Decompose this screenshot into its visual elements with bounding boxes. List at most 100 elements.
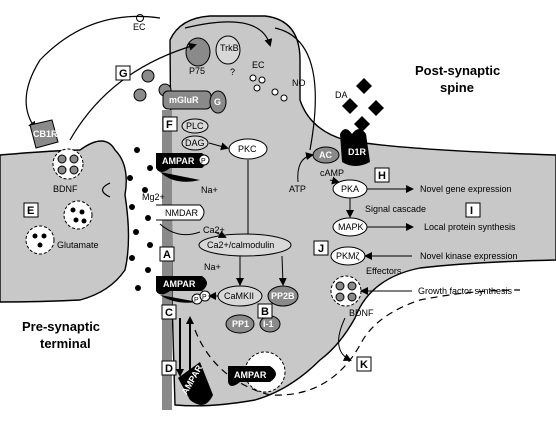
trkb-receptor bbox=[215, 35, 241, 65]
na-2-label: Na+ bbox=[204, 262, 221, 272]
svg-text:J: J bbox=[318, 243, 324, 255]
ec-mid-label: EC bbox=[252, 60, 265, 70]
camp-label: cAMP bbox=[320, 168, 344, 178]
pp1-node bbox=[225, 314, 255, 334]
box-f: F bbox=[162, 116, 178, 132]
svg-text:G: G bbox=[119, 68, 128, 80]
plc-label: PLC bbox=[186, 121, 204, 131]
outcome-growth-label: Growth factor synthesis bbox=[418, 286, 513, 296]
nmdar-channel bbox=[159, 223, 201, 236]
svg-text:E: E bbox=[27, 205, 34, 217]
bdnf-release-arrow bbox=[69, 42, 197, 141]
bdnf-post-dots bbox=[335, 281, 357, 302]
pka-label: PKA bbox=[341, 184, 359, 194]
ec-top-label: EC bbox=[133, 22, 146, 32]
svg-text:A: A bbox=[163, 249, 171, 261]
da-label: DA bbox=[335, 90, 348, 100]
ec-vesicle bbox=[136, 14, 144, 22]
question-label: ? bbox=[230, 67, 235, 77]
ampar-1 bbox=[156, 153, 207, 172]
cb1r-label: CB1R bbox=[33, 129, 58, 139]
outcome-protein-label: Local protein synthesis bbox=[424, 222, 516, 232]
glutamate-vesicle-2 bbox=[63, 200, 93, 230]
box-a: A bbox=[159, 246, 175, 262]
ca-to-calmodulin-arrow bbox=[214, 230, 227, 238]
box-i: I bbox=[465, 202, 481, 218]
dag-label: DAG bbox=[185, 138, 205, 148]
box-g: G bbox=[115, 65, 131, 81]
nmdar-receptor bbox=[156, 204, 205, 221]
bdnf-secretion-arrow bbox=[338, 317, 352, 361]
ca-calmodulin-node bbox=[198, 233, 292, 257]
nmdar-label: NMDAR bbox=[165, 208, 198, 218]
ampar-3 bbox=[178, 362, 213, 405]
bdnf-vesicle-pre bbox=[52, 148, 84, 180]
effectors-label: Effectors bbox=[366, 266, 402, 276]
ampar-4 bbox=[228, 366, 276, 386]
signal-cascade-label: Signal cascade bbox=[365, 204, 426, 214]
post-synaptic-title-line1: Post-synaptic bbox=[415, 63, 500, 78]
glutamate-label: Glutamate bbox=[57, 240, 99, 250]
ca-calmodulin-label: Ca2+/calmodulin bbox=[207, 240, 274, 250]
svg-text:F: F bbox=[166, 119, 173, 131]
d1r-receptor bbox=[340, 129, 370, 166]
svg-text:H: H bbox=[378, 170, 386, 182]
plc-node bbox=[181, 118, 209, 134]
svg-text:B: B bbox=[261, 306, 269, 318]
box-b: B bbox=[257, 303, 273, 319]
camkii-label: CaMKII bbox=[224, 291, 254, 301]
pkc-node bbox=[228, 138, 268, 160]
ampar-2-phospho-a-label: P bbox=[194, 297, 199, 304]
ampar-1-phospho-label: P bbox=[201, 158, 206, 165]
ampar-2-channel bbox=[160, 295, 198, 303]
outcome-gene-label: Novel gene expression bbox=[420, 184, 512, 194]
ampar-2 bbox=[156, 276, 207, 295]
calmodulin-to-pp2b-arrow bbox=[278, 255, 287, 286]
svg-text:D: D bbox=[165, 363, 173, 375]
cb1r-receptor bbox=[29, 119, 59, 149]
ampar-1-channel bbox=[160, 172, 200, 182]
box-h: H bbox=[374, 167, 390, 183]
i1-label: I-1 bbox=[263, 319, 274, 329]
ampar-4-label: AMPAR bbox=[234, 370, 267, 380]
svg-text:I: I bbox=[470, 205, 473, 217]
mapk-label: MAPK bbox=[338, 222, 364, 232]
pre-synaptic-terminal bbox=[0, 140, 130, 303]
glutamate-vesicle bbox=[25, 225, 55, 255]
bdnf-pre-label: BDNF bbox=[53, 184, 78, 194]
ampar-2-label: AMPAR bbox=[163, 279, 196, 289]
box-j: J bbox=[313, 240, 329, 256]
ec-retrograde-arrow bbox=[25, 15, 161, 130]
pp2b-node bbox=[267, 285, 299, 307]
mglur-label: mGluR bbox=[169, 95, 199, 105]
box-c: C bbox=[161, 304, 177, 320]
ampar-1-label: AMPAR bbox=[162, 156, 195, 166]
box-e: E bbox=[23, 202, 39, 218]
bdnf-pre-dots bbox=[57, 154, 79, 175]
camp-to-pka-arrow bbox=[329, 176, 340, 185]
atp-to-ac-arrow bbox=[297, 152, 314, 183]
pre-synaptic-title-line1: Pre-synaptic bbox=[22, 319, 100, 334]
ca-1-label: Ca2+ bbox=[203, 225, 225, 235]
bdnf-post-label: BDNF bbox=[349, 308, 374, 318]
outcome-kinase-label: Novel kinase expression bbox=[420, 251, 518, 261]
dag-node bbox=[181, 135, 209, 151]
pp2b-label: PP2B bbox=[271, 291, 295, 301]
ampar-1-phospho bbox=[198, 154, 210, 166]
no-label: NO bbox=[292, 78, 306, 88]
pp1-label: PP1 bbox=[232, 319, 249, 329]
svg-text:K: K bbox=[360, 359, 368, 371]
ec-molecules bbox=[249, 74, 266, 92]
g-protein-label: G bbox=[214, 97, 221, 107]
atp-label: ATP bbox=[289, 184, 306, 194]
trkb-label: TrkB bbox=[220, 43, 239, 53]
dag-to-pkc-arrow bbox=[208, 142, 229, 151]
d1r-label: D1R bbox=[348, 147, 367, 157]
glutamate-vesicle-dots bbox=[32, 207, 87, 248]
p75-receptor bbox=[185, 37, 211, 67]
pre-synaptic-title-line2: terminal bbox=[40, 336, 91, 351]
release-pocket bbox=[101, 182, 111, 198]
p75-label: P75 bbox=[189, 66, 205, 76]
